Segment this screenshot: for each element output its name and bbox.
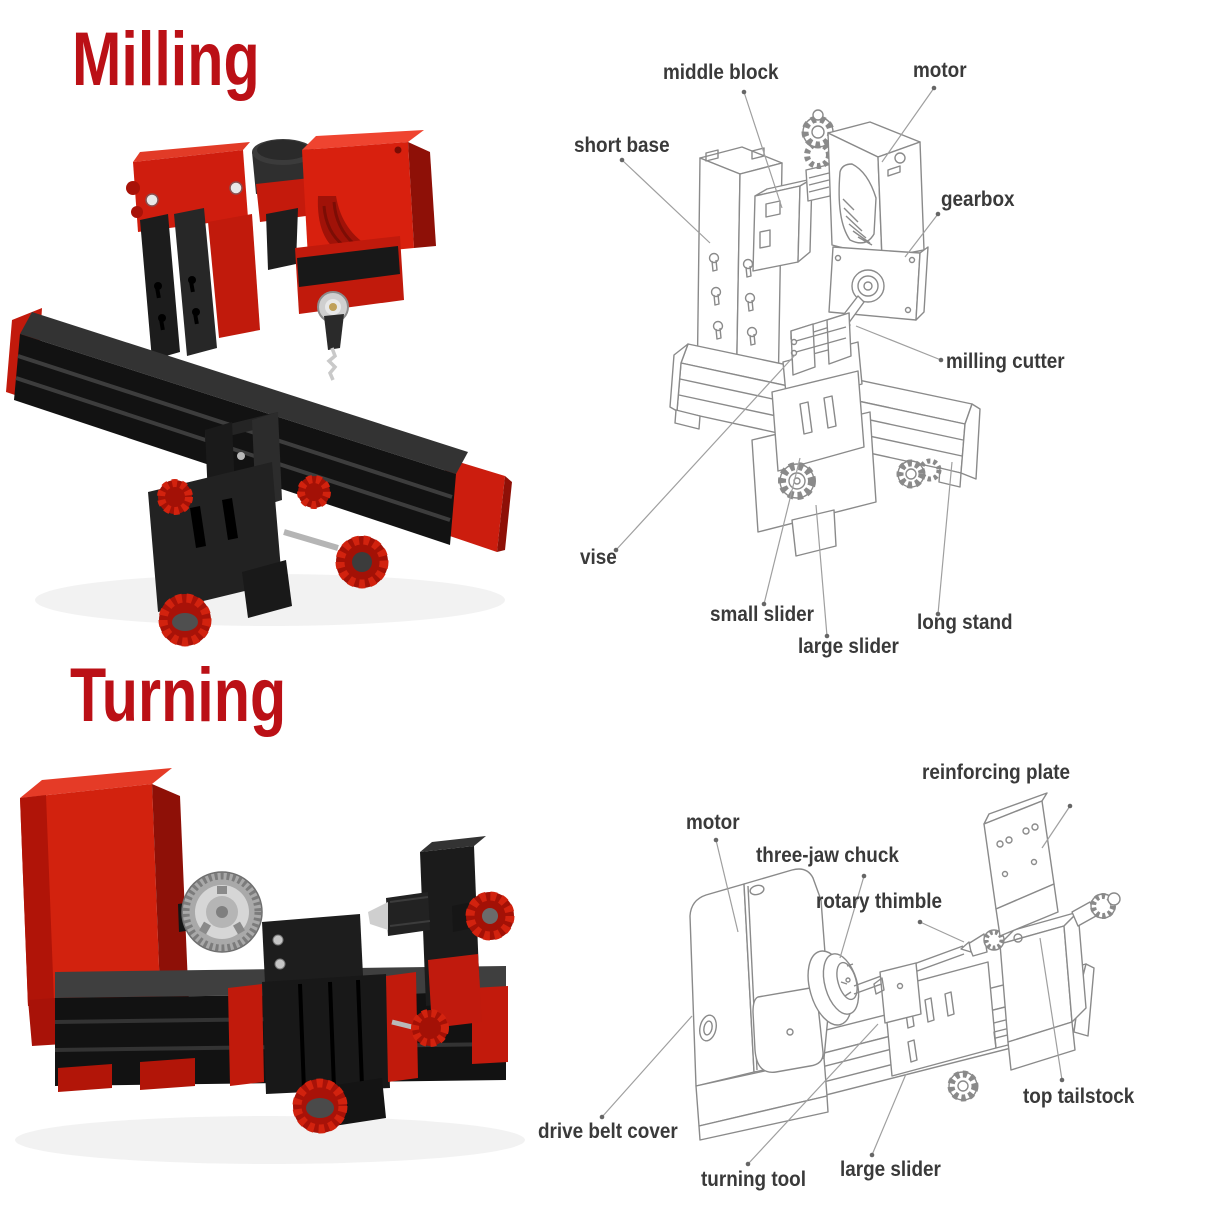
label-large-slider-milling: large slider [798, 635, 899, 658]
label-motor-milling: motor [913, 59, 967, 82]
diagram-motor [827, 121, 925, 259]
label-vise: vise [580, 546, 617, 569]
milling-title: Milling [72, 17, 260, 102]
milling-leader-lines [613, 85, 953, 639]
label-motor-turning: motor [686, 811, 740, 834]
diagram-three-jaw-chuck [807, 950, 860, 1026]
hand-knob [297, 475, 331, 509]
screw-icon [229, 181, 243, 195]
label-large-slider-turning: large slider [840, 1158, 941, 1181]
turning-title: Turning [70, 653, 287, 738]
drill-bit [326, 347, 338, 381]
motor-photo [20, 768, 172, 798]
hand-wheel [292, 1078, 348, 1134]
label-long-stand: long stand [917, 611, 1013, 634]
label-short-base: short base [574, 134, 670, 157]
diagram-handwheels [778, 458, 942, 500]
turning-leader-lines [599, 803, 1073, 1167]
diagram-top-tailstock [999, 892, 1121, 1071]
label-top-tailstock: top tailstock [1023, 1085, 1135, 1108]
diagram-turning-tool [873, 962, 922, 1024]
tailstock-knob [465, 891, 515, 941]
hand-wheel [158, 593, 212, 647]
diagram-drive-belt-cover [752, 986, 824, 1074]
label-three-jaw-chuck: three-jaw chuck [756, 844, 899, 867]
hand-knob [411, 1009, 449, 1047]
milling-line-diagram [669, 109, 981, 557]
label-reinforcing-plate: reinforcing plate [922, 761, 1071, 784]
label-rotary-thimble: rotary thimble [816, 890, 943, 913]
label-middle-block: middle block [663, 61, 779, 84]
turning-line-diagram [689, 792, 1121, 1141]
label-turning-tool: turning tool [701, 1168, 806, 1191]
hand-wheel [335, 535, 389, 589]
diagram-rotary-thimble [960, 929, 1005, 957]
label-small-slider: small slider [710, 603, 815, 626]
diagram-middle-block [752, 178, 813, 272]
screw-icon [145, 193, 159, 207]
milling-machine-photo [6, 130, 512, 647]
turning-machine-photo [15, 768, 525, 1164]
motor-photo [302, 130, 424, 150]
label-milling-cutter: milling cutter [946, 350, 1065, 373]
diagram-small-slider [751, 370, 877, 557]
diagram-reinforcing-plate [983, 792, 1059, 937]
label-gearbox: gearbox [941, 188, 1015, 211]
hand-knob [157, 479, 193, 515]
label-drive-belt-cover: drive belt cover [538, 1120, 678, 1143]
